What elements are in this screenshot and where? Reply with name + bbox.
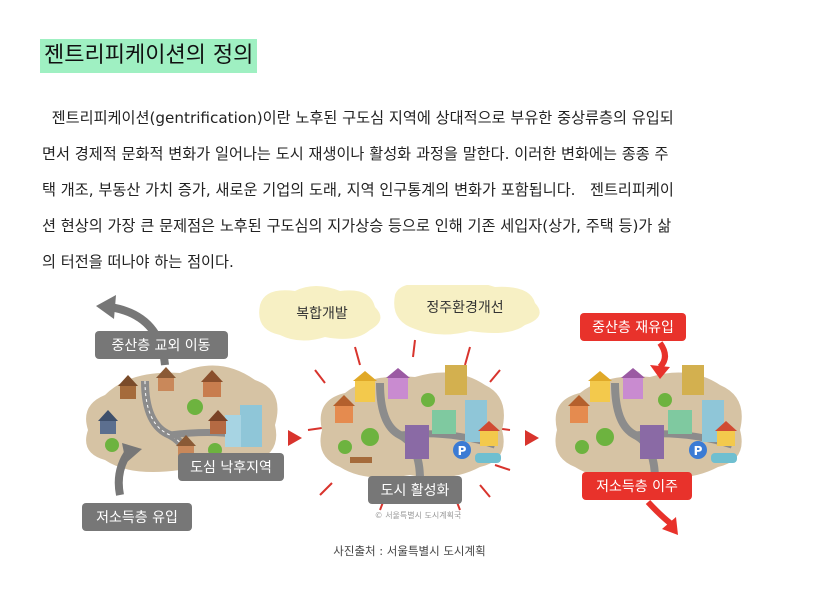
- house-icon: [715, 421, 737, 446]
- house-icon: [201, 370, 223, 397]
- next-arrow-icon: [288, 430, 302, 446]
- tree-icon: [338, 440, 352, 454]
- stage2-scene: 복합개발 정주환경개선: [259, 285, 540, 520]
- house-icon: [208, 410, 228, 434]
- paragraph-line: 의 터전을 떠나야 하는 점이다.: [42, 253, 234, 271]
- house-icon: [118, 375, 138, 399]
- label-box: [178, 453, 284, 481]
- label-box: [82, 503, 192, 531]
- building-icon: [621, 368, 645, 399]
- paragraph-line: 션 현상의 가장 큰 문제점은 노후된 구도심의 지가상승 등으로 인해 기존 …: [42, 217, 672, 235]
- stage3-top-label: 중산층 재유입: [592, 320, 674, 336]
- arrow-icon: [645, 499, 672, 526]
- building-icon: [405, 425, 429, 459]
- bench-icon: [350, 457, 372, 463]
- building-icon: [640, 425, 664, 459]
- stage1-mid-label: 도심 낙후지역: [190, 460, 272, 476]
- gentrification-illustration: 중산층 교외 이동 도심 낙후지역 저소득층 유입 복합개발 정주환경개선: [70, 285, 760, 540]
- next-arrow-icon: [525, 430, 539, 446]
- paragraph-line: 택 개조, 부동산 가치 증가, 새로운 기업의 도래, 지역 인구통계의 변화…: [42, 181, 674, 199]
- cloud-icon: [259, 286, 381, 341]
- stage1-scene: 중산층 교외 이동 도심 낙후지역 저소득층 유입: [82, 295, 284, 531]
- building-icon: [588, 371, 612, 402]
- car-icon: [711, 453, 737, 463]
- definition-paragraph: 젠트리피케이션(gentrification)이란 노후된 구도심 지역에 상대…: [42, 100, 782, 280]
- parking-icon: [689, 441, 707, 459]
- stage1-top-label: 중산층 교외 이동: [111, 338, 210, 354]
- tree-icon: [361, 428, 379, 446]
- label-box: [95, 331, 228, 359]
- stage2-cloud1-label: 복합개발: [296, 306, 348, 322]
- page-title: 젠트리피케이션의 정의: [40, 39, 258, 73]
- tree-icon: [105, 438, 119, 452]
- building-icon: [445, 365, 467, 395]
- building-icon: [386, 368, 410, 399]
- building-icon: [682, 365, 704, 395]
- stage2-bottom-label: 도시 활성화: [381, 483, 450, 499]
- stage1-bottom-label: 저소득층 유입: [96, 510, 178, 526]
- house-icon: [478, 421, 500, 446]
- parking-icon: [453, 441, 471, 459]
- paragraph-line: 면서 경제적 문화적 변화가 일어나는 도시 재생이나 활성화 과정을 말한다.…: [42, 145, 669, 163]
- stage3-scene: P 중산층 재유입 저소득층 이주: [555, 313, 742, 535]
- label-box: [368, 476, 462, 504]
- parking-sign: P: [458, 444, 467, 458]
- car-icon: [475, 453, 501, 463]
- arrow-icon: [657, 341, 668, 370]
- building-icon: [225, 405, 262, 447]
- label-box: [580, 313, 686, 341]
- building-icon: [353, 371, 377, 402]
- label-box: [582, 472, 692, 500]
- tree-icon: [658, 393, 672, 407]
- cloud-icon: [394, 285, 540, 335]
- house-icon: [98, 410, 118, 434]
- tree-icon: [187, 399, 203, 415]
- house-icon: [568, 395, 590, 423]
- parking-sign: P: [694, 444, 703, 458]
- tree-icon: [421, 393, 435, 407]
- tree-icon: [575, 440, 589, 454]
- house-icon: [156, 367, 176, 391]
- house-icon: [333, 395, 355, 423]
- image-caption: 사진출처 : 서울특별시 도시계획: [333, 544, 486, 558]
- stage2-cloud2-label: 정주환경개선: [426, 300, 503, 316]
- paragraph-line: 젠트리피케이션(gentrification)이란 노후된 구도심 지역에 상대…: [42, 109, 674, 127]
- watermark: © 서울특별시 도시계획국: [375, 510, 462, 520]
- rays-icon: [307, 339, 511, 511]
- title-block: 젠트리피케이션의 정의: [40, 39, 258, 73]
- stage3-bottom-label: 저소득층 이주: [596, 479, 678, 495]
- tree-icon: [596, 428, 614, 446]
